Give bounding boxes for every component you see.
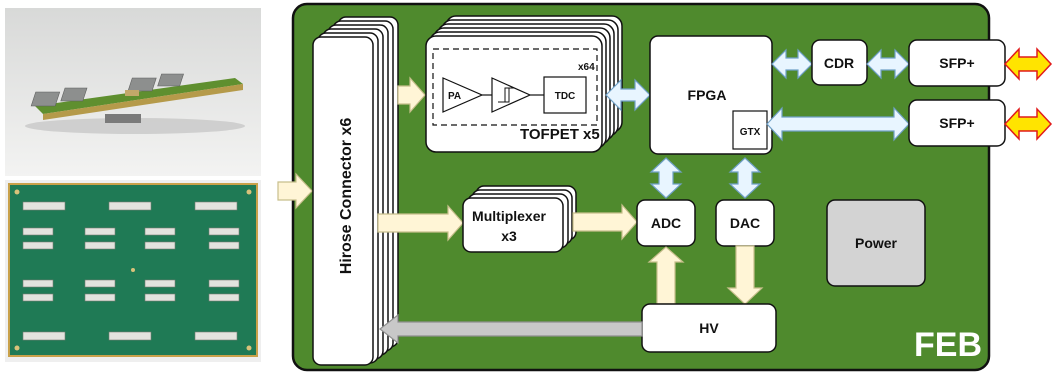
tdc-box — [543, 76, 587, 114]
discriminator-triangle — [491, 77, 532, 113]
dac-to-hv-arrow — [726, 245, 764, 305]
board-top-photo — [5, 180, 261, 362]
hv-label: HV — [699, 320, 719, 336]
power-label: Power — [855, 235, 898, 251]
fpga-label: FPGA — [688, 87, 727, 103]
tdc-label: TDC — [555, 91, 576, 102]
mux-label-line1: Multiplexer — [472, 208, 546, 224]
hv-to-hirose-arrow — [379, 313, 643, 345]
pa-triangle — [442, 77, 484, 113]
channels-label: x64 — [578, 62, 595, 73]
cdr-label: CDR — [824, 55, 854, 71]
sfp-label-2: SFP+ — [939, 115, 974, 131]
cdr-block — [811, 39, 868, 86]
pa-label: PA — [448, 91, 461, 102]
hirose-label: Hirose Connector x6 — [338, 118, 355, 275]
hirose-to-tofpet-arrow — [397, 76, 426, 114]
hirose-to-mux-arrow — [377, 204, 464, 242]
feb-label: FEB — [914, 326, 982, 364]
mux-label-line2: x3 — [501, 228, 517, 244]
external-link-arrow-1 — [1003, 47, 1053, 81]
tofpet-label: TOFPET x5 — [520, 126, 600, 143]
hv-to-adc-arrow — [647, 246, 685, 305]
gtx-label: GTX — [740, 127, 761, 138]
power-block — [826, 199, 926, 287]
mux-to-adc-arrow — [572, 203, 638, 241]
external-link-arrow-2 — [1003, 107, 1053, 141]
board-side-photo — [5, 8, 261, 176]
tofpet-block: x64 PA TDC TOFPET x5 — [425, 15, 623, 153]
input-arrow — [277, 172, 313, 210]
gtx-block — [732, 110, 768, 150]
fpga-dac-arrow — [728, 157, 762, 199]
fpga-adc-arrow — [649, 157, 683, 199]
hirose-connector-block: Hirose Connector x6 — [312, 16, 399, 366]
sfp-label-1: SFP+ — [939, 55, 974, 71]
hysteresis-icon — [498, 87, 514, 103]
adc-label: ADC — [651, 215, 681, 231]
adc-block — [636, 199, 696, 247]
dac-label: DAC — [730, 215, 760, 231]
multiplexer-block: Multiplexer x3 — [462, 185, 577, 253]
